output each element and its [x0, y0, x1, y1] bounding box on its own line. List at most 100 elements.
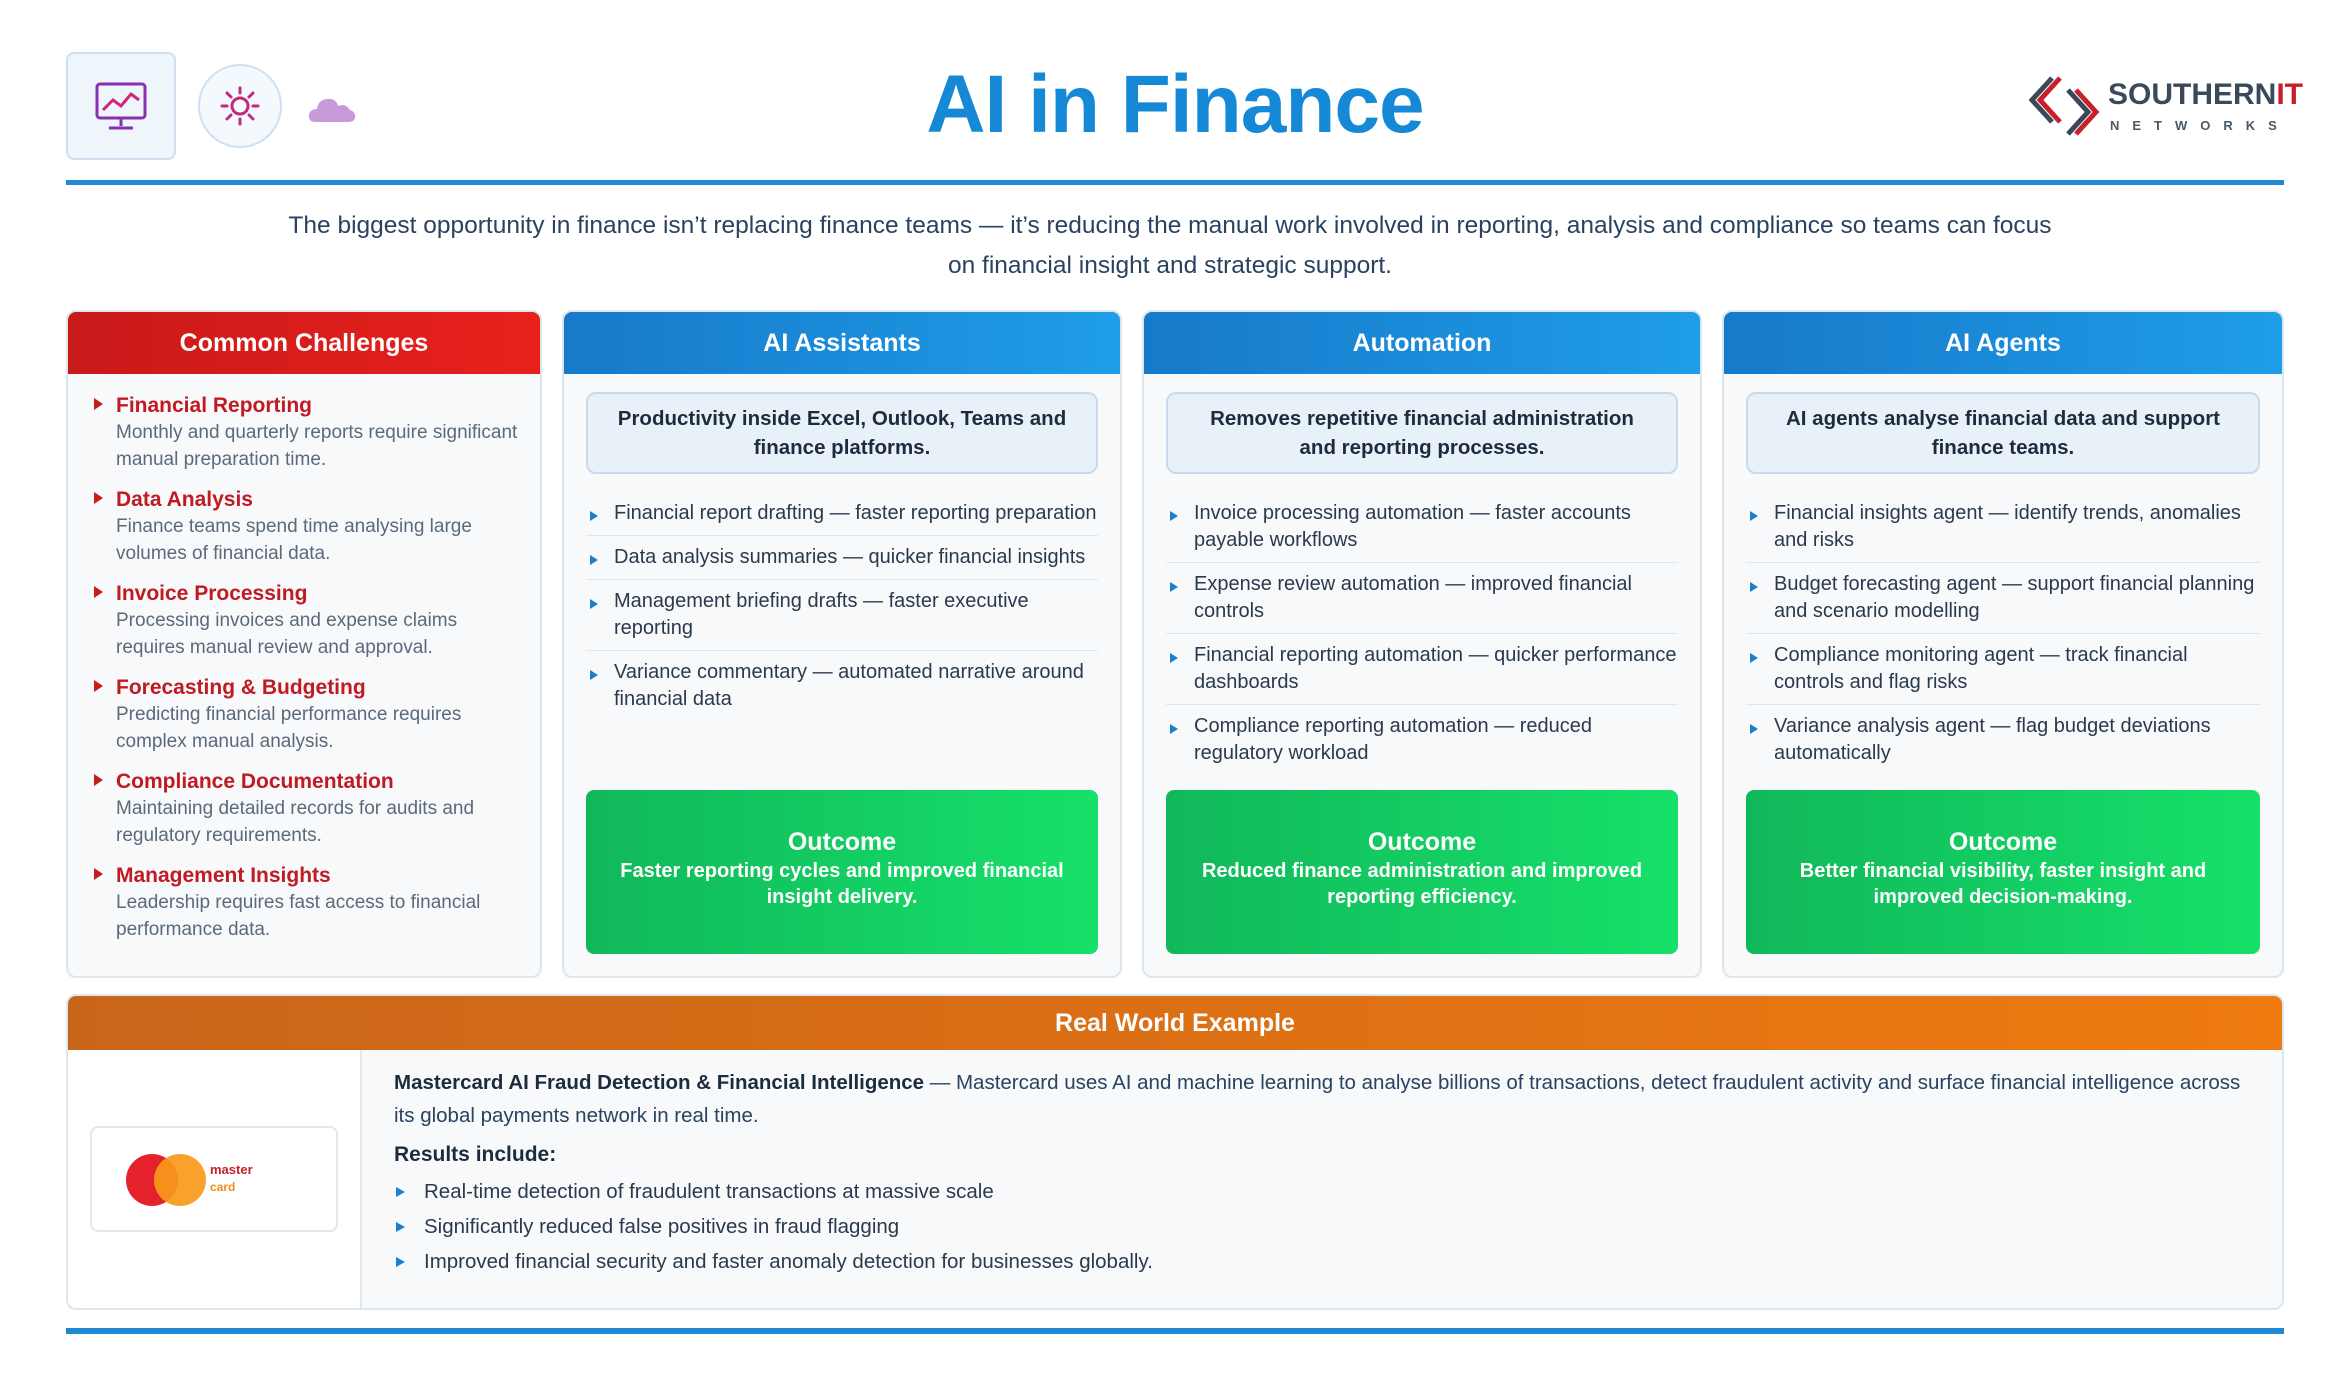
- list-item: Data analysis summaries — quicker financ…: [586, 536, 1098, 580]
- arrow-icon: [1750, 724, 1758, 734]
- challenge-title: Financial Reporting: [116, 394, 313, 417]
- arrow-icon: [94, 398, 103, 410]
- arrow-icon: [1750, 511, 1758, 521]
- logo-name: SOUTHERNIT: [2108, 78, 2304, 111]
- list-item: Budget forecasting agent — support finan…: [1746, 563, 2260, 634]
- arrow-icon: [1170, 582, 1178, 592]
- logo-subtitle: NETWORKS: [2110, 118, 2290, 133]
- list-item: Financial report drafting — faster repor…: [586, 492, 1098, 536]
- challenge-title: Forecasting & Budgeting: [116, 676, 366, 699]
- cloud-icon: [308, 98, 356, 122]
- ai-agents-panel: AI Agents AI agents analyse financial da…: [1722, 310, 2284, 978]
- southern-it-logo: SOUTHERNIT NETWORKS: [2024, 66, 2303, 146]
- header-divider: [66, 180, 2284, 185]
- column-list: Invoice processing automation — faster a…: [1166, 492, 1678, 775]
- challenge-title: Compliance Documentation: [116, 770, 394, 793]
- column-summary: AI agents analyse financial data and sup…: [1746, 392, 2260, 474]
- list-item: Variance commentary — automated narrativ…: [586, 651, 1098, 721]
- real-world-header: Real World Example: [68, 996, 2282, 1050]
- automation-panel: Automation Removes repetitive financial …: [1142, 310, 1702, 978]
- results-list: Real-time detection of fraudulent transa…: [394, 1174, 2242, 1279]
- arrow-icon: [94, 680, 103, 692]
- page-title: AI in Finance: [926, 59, 1424, 150]
- outcome-box: Outcome Faster reporting cycles and impr…: [586, 790, 1098, 954]
- challenge-desc: Processing invoices and expense claims r…: [116, 610, 458, 658]
- outcome-title: Outcome: [1367, 828, 1477, 856]
- footer-divider: [66, 1328, 2284, 1334]
- column-list: Financial insights agent — identify tren…: [1746, 492, 2260, 775]
- arrow-icon: [94, 774, 103, 786]
- challenge-title: Invoice Processing: [116, 582, 308, 605]
- list-item: Financial insights agent — identify tren…: [1746, 492, 2260, 563]
- logo-word-master: master: [210, 1162, 253, 1177]
- arrow-icon: [1750, 582, 1758, 592]
- challenge-desc: Leadership requires fast access to finan…: [116, 892, 481, 940]
- result-item: Significantly reduced false positives in…: [394, 1209, 2242, 1244]
- results-label: Results include:: [394, 1143, 557, 1166]
- arrow-icon: [1750, 653, 1758, 663]
- outcome-text: Better financial visibility, faster insi…: [1799, 860, 2207, 908]
- challenge-desc: Maintaining detailed records for audits …: [116, 798, 475, 846]
- outcome-box: Outcome Better financial visibility, fas…: [1746, 790, 2260, 954]
- automation-header: Automation: [1144, 312, 1700, 374]
- logo-word-card: card: [210, 1180, 236, 1194]
- challenge-title: Management Insights: [116, 864, 331, 887]
- list-item: Expense review automation — improved fin…: [1166, 563, 1678, 634]
- real-world-body: Mastercard AI Fraud Detection & Financia…: [394, 1066, 2242, 1279]
- column-summary: Removes repetitive financial administrat…: [1166, 392, 1678, 474]
- arrow-icon: [94, 868, 103, 880]
- list-item: Compliance monitoring agent — track fina…: [1746, 634, 2260, 705]
- outcome-box: Outcome Reduced finance administration a…: [1166, 790, 1678, 954]
- result-item: Real-time detection of fraudulent transa…: [394, 1174, 2242, 1209]
- ai-assistants-header: AI Assistants: [564, 312, 1120, 374]
- monitor-chart-icon: [66, 52, 176, 160]
- list-item: Management briefing drafts — faster exec…: [586, 580, 1098, 651]
- challenge-desc: Predicting financial performance require…: [116, 704, 462, 752]
- outcome-text: Reduced finance administration and impro…: [1201, 860, 1643, 908]
- column-summary: Productivity inside Excel, Outlook, Team…: [586, 392, 1098, 474]
- outcome-title: Outcome: [787, 828, 897, 856]
- challenge-desc: Monthly and quarterly reports require si…: [116, 422, 518, 470]
- gear-icon: [198, 64, 282, 148]
- arrow-icon: [1170, 724, 1178, 734]
- challenge-desc: Finance teams spend time analysing large…: [116, 516, 472, 564]
- ai-agents-header: AI Agents: [1724, 312, 2282, 374]
- arrow-icon: [590, 511, 598, 521]
- ai-assistants-panel: AI Assistants Productivity inside Excel,…: [562, 310, 1122, 978]
- intro-text: The biggest opportunity in finance isn’t…: [288, 212, 2052, 279]
- arrow-icon: [396, 1187, 405, 1197]
- list-item: Financial reporting automation — quicker…: [1166, 634, 1678, 705]
- column-list: Financial report drafting — faster repor…: [586, 492, 1098, 721]
- mastercard-orange-circle: [154, 1154, 206, 1206]
- example-text: — Mastercard uses AI and machine learnin…: [394, 1071, 2241, 1127]
- arrow-icon: [590, 670, 598, 680]
- example-description: Mastercard AI Fraud Detection & Financia…: [394, 1066, 2242, 1132]
- arrow-icon: [1170, 653, 1178, 663]
- logo-column: master card: [68, 1050, 362, 1308]
- arrow-icon: [94, 586, 103, 598]
- outcome-title: Outcome: [1948, 828, 2058, 856]
- challenge-title: Data Analysis: [116, 488, 253, 511]
- arrow-icon: [590, 599, 598, 609]
- mastercard-logo: master card: [90, 1126, 338, 1232]
- arrow-icon: [396, 1222, 405, 1232]
- example-lead: Mastercard AI Fraud Detection & Financia…: [394, 1071, 925, 1094]
- list-item: Compliance reporting automation — reduce…: [1166, 705, 1678, 775]
- arrow-icon: [94, 492, 103, 504]
- real-world-panel: Real World Example master card Mastercar…: [66, 994, 2284, 1310]
- header: AI in Finance SOUTHERNIT NETWORKS: [66, 52, 2303, 164]
- arrow-icon: [1170, 511, 1178, 521]
- list-item: Invoice processing automation — faster a…: [1166, 492, 1678, 563]
- outcome-text: Faster reporting cycles and improved fin…: [620, 860, 1064, 908]
- list-item: Variance analysis agent — flag budget de…: [1746, 705, 2260, 775]
- arrow-icon: [590, 555, 598, 565]
- arrow-icon: [396, 1257, 405, 1267]
